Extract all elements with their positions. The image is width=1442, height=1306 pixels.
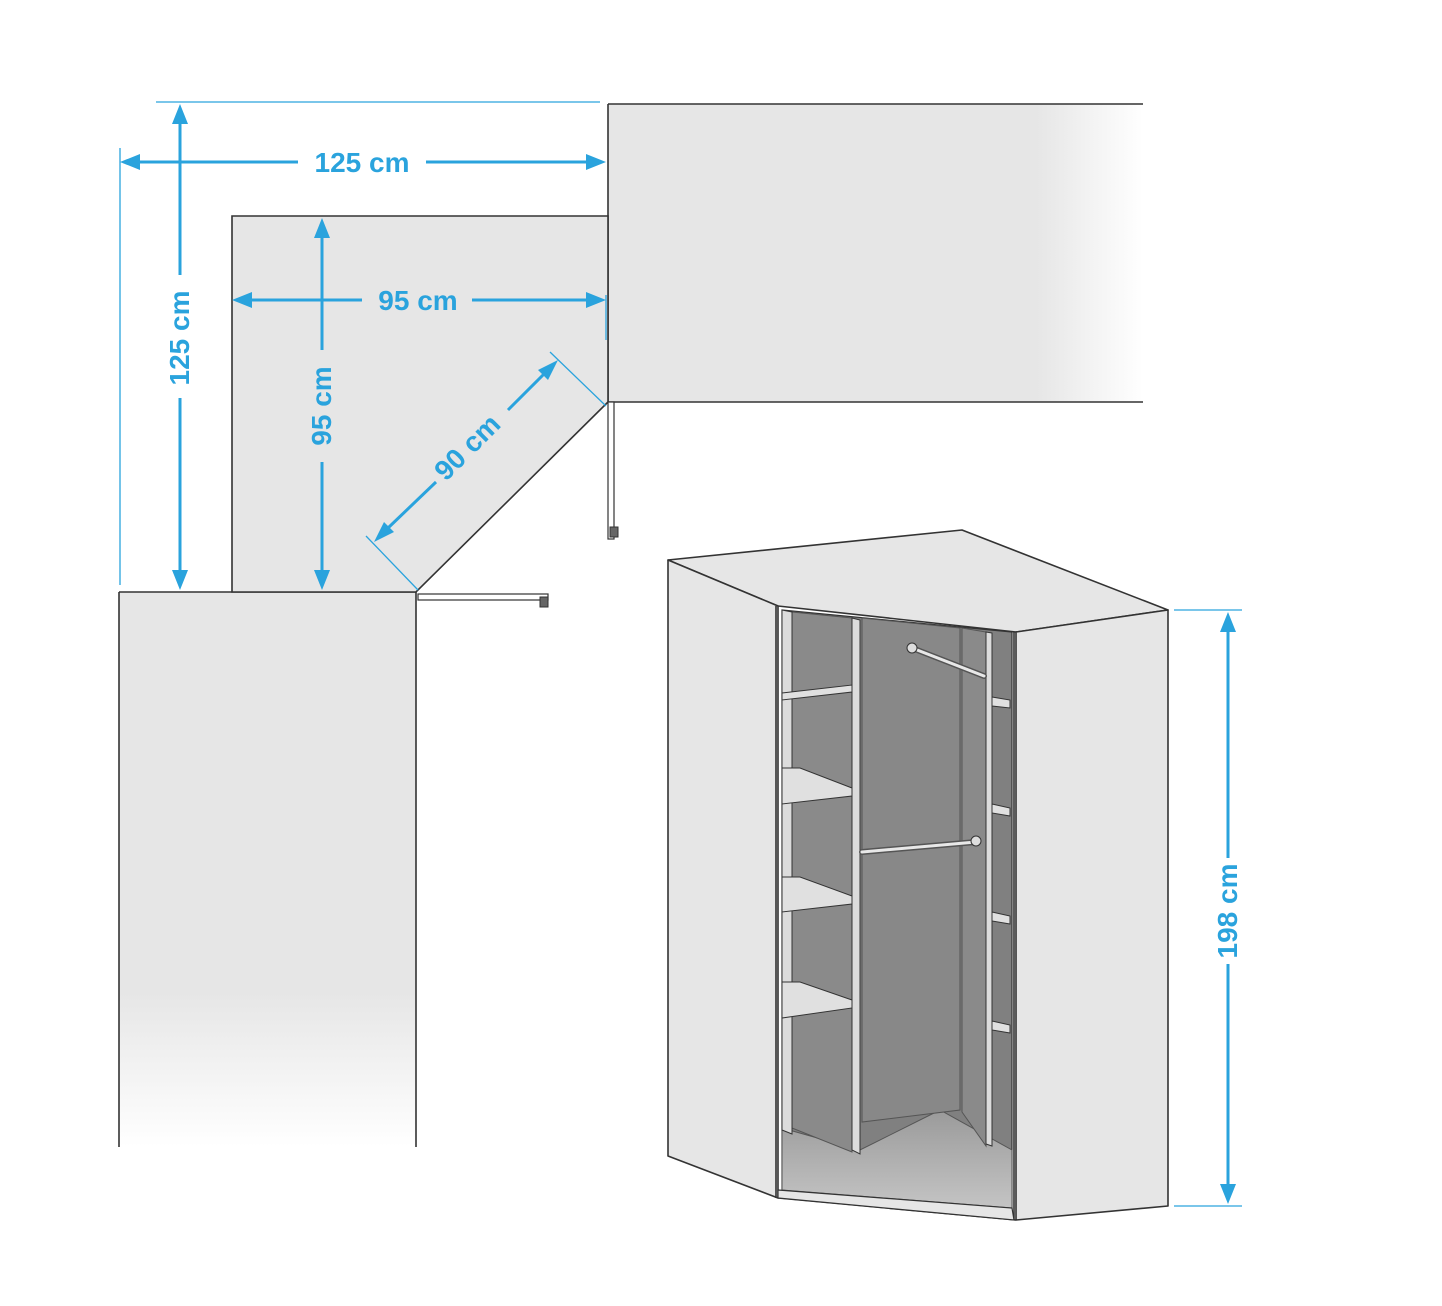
left-shelves	[781, 609, 861, 1155]
inner-width-label: 95 cm	[378, 285, 457, 316]
wardrobe-3d-view	[667, 529, 1169, 1221]
dimension-outer-depth: 125 cm	[164, 104, 195, 590]
left-cabinet	[118, 591, 417, 1147]
wardrobe-right-side	[1015, 609, 1169, 1221]
right-cabinet	[607, 103, 1143, 403]
hanging-rail-upper	[906, 642, 987, 679]
plan-view: 125 cm 125 cm 95 cm 95 cm	[118, 101, 1143, 1147]
right-shelves	[985, 631, 1011, 1147]
extension-lines	[119, 101, 607, 591]
corner-wardrobe-footprint	[231, 215, 609, 593]
outer-width-label: 125 cm	[315, 147, 410, 178]
dimension-height: 198 cm	[1174, 609, 1243, 1207]
height-label: 198 cm	[1212, 864, 1243, 959]
wardrobe-left-side	[667, 559, 779, 1199]
outer-depth-label: 125 cm	[164, 291, 195, 386]
open-door-right	[607, 401, 619, 540]
dimension-inner-depth: 95 cm	[306, 218, 337, 590]
dimension-inner-width: 95 cm	[232, 285, 606, 316]
open-door-left	[417, 593, 549, 608]
hanging-rail-lower	[859, 835, 982, 855]
dimension-outer-width: 125 cm	[120, 147, 606, 178]
inner-depth-label: 95 cm	[306, 366, 337, 445]
